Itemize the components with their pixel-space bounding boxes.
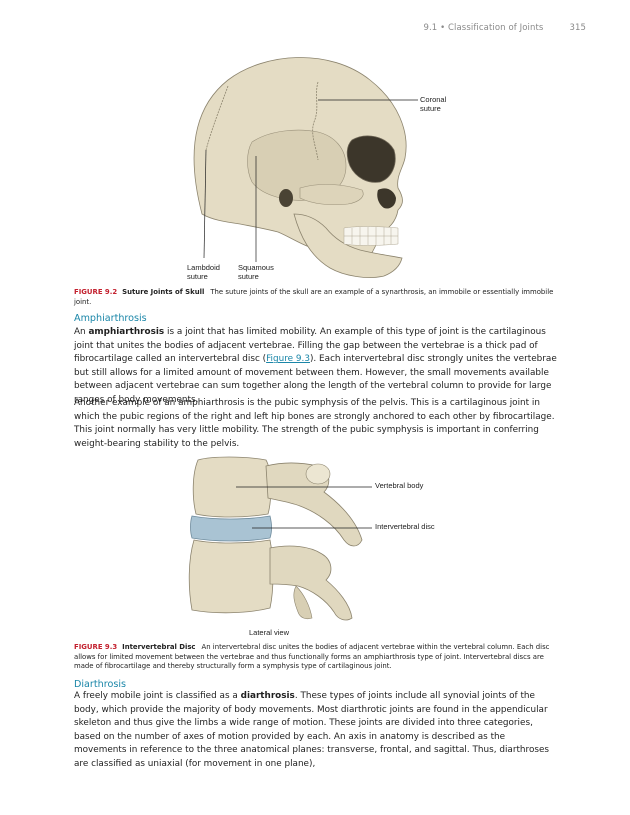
page-number: 315	[569, 23, 586, 33]
lateral-view-label: Lateral view	[249, 628, 290, 637]
vertebrae-illustration	[188, 456, 372, 621]
vertebral-body-label: Vertebral body	[375, 481, 424, 490]
lambdoid-suture-line	[205, 85, 229, 151]
lower-vertebral-body	[188, 539, 274, 614]
text-run: An	[74, 327, 89, 337]
amphiarthrosis-paragraph-1: An amphiarthrosis is a joint that has li…	[74, 326, 559, 408]
coronal-suture-line	[312, 81, 319, 161]
text-run: . These types of joints include all syno…	[74, 691, 550, 770]
term-amphiarthrosis: amphiarthrosis	[88, 327, 165, 337]
figure-number: FIGURE 9.2	[74, 288, 118, 296]
intervertebral-disc-label: Intervertebral disc	[375, 522, 435, 531]
figure-title: Suture Joints of Skull	[122, 288, 205, 296]
mandible	[293, 213, 403, 278]
figure-title: Intervertebral Disc	[122, 643, 196, 651]
coronal-suture-label: Coronal suture	[420, 95, 447, 113]
figure-number: FIGURE 9.3	[74, 643, 118, 651]
section-title: 9.1 • Classification of Joints	[423, 23, 544, 33]
text-run: A freely mobile joint is classified as a	[74, 691, 241, 701]
skull-illustration	[193, 57, 418, 278]
text-run: ). Each intervertebral disc strongly uni…	[74, 354, 557, 406]
text-run: is a joint that has limited mobility. An…	[74, 327, 546, 365]
figure-text: The suture joints of the skull are an ex…	[74, 288, 554, 306]
diarthrosis-heading: Diarthrosis	[74, 679, 126, 690]
diarthrosis-paragraph: A freely mobile joint is classified as a…	[74, 690, 559, 772]
running-header: 9.1 • Classification of Joints 315	[423, 23, 586, 33]
amphiarthrosis-paragraph-2: Another example of an amphiarthrosis is …	[74, 398, 555, 449]
lambdoid-suture-label: Lambdoid suture	[187, 263, 220, 281]
figure-9-3-link[interactable]: Figure 9.3	[266, 354, 310, 365]
amphiarthrosis-heading: Amphiarthrosis	[74, 313, 147, 324]
intervertebral-disc	[190, 515, 272, 542]
squamous-suture-label: Squamous suture	[238, 263, 274, 281]
term-diarthrosis: diarthrosis	[240, 691, 295, 701]
upper-vertebral-body	[192, 456, 272, 518]
figure-text: An intervertebral disc unites the bodies…	[74, 643, 550, 671]
